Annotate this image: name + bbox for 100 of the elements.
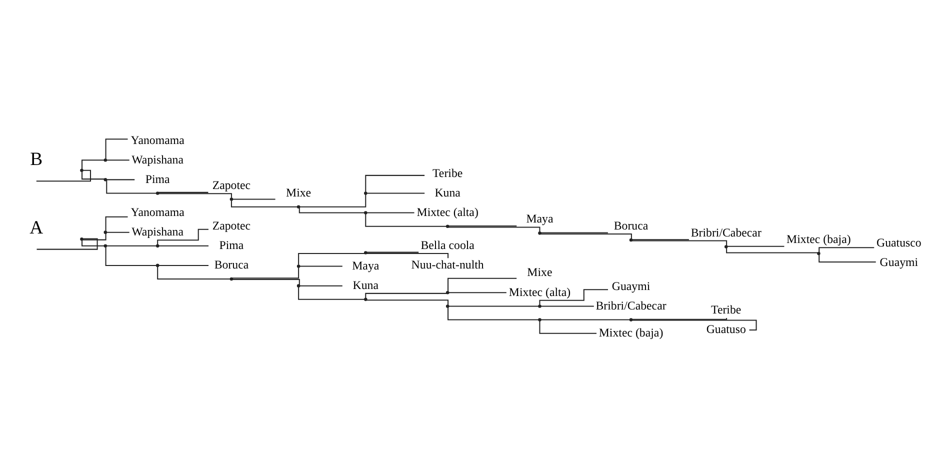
connector	[158, 264, 209, 266]
connector	[365, 292, 447, 298]
connector	[632, 320, 757, 330]
connector	[632, 240, 728, 246]
node-point	[446, 224, 450, 228]
node-point	[629, 318, 633, 322]
node-text: Teribe	[432, 166, 463, 180]
node-point	[104, 178, 108, 182]
node-text: Pima	[145, 172, 170, 186]
connector	[158, 192, 208, 193]
node-text: Bribri/Cabecar	[690, 225, 762, 240]
label: B	[30, 148, 43, 170]
connector	[541, 306, 594, 307]
connector	[232, 278, 300, 285]
node-text: Boruca	[614, 218, 648, 233]
connector	[367, 192, 425, 194]
connector	[157, 228, 208, 245]
connector	[82, 172, 104, 180]
node-point	[296, 205, 300, 208]
node-text: Guatuso	[706, 322, 746, 336]
connector	[82, 240, 104, 246]
connector	[727, 246, 784, 247]
connector	[106, 180, 156, 194]
connector	[366, 253, 449, 258]
connector	[366, 252, 419, 253]
node-point	[230, 277, 234, 281]
connector	[818, 247, 874, 252]
connector	[157, 266, 230, 280]
node-point	[364, 298, 368, 302]
node-point	[156, 244, 160, 248]
connector	[82, 160, 104, 170]
node-text: Bella coola	[420, 238, 474, 252]
node-text: Pima	[219, 238, 244, 252]
connector	[298, 253, 365, 265]
connector	[448, 278, 517, 292]
node-point	[538, 304, 542, 308]
node-text: Yanomama	[130, 132, 184, 147]
connector	[105, 138, 128, 159]
connector	[300, 285, 342, 286]
node-text: Mixtec (alta)	[508, 284, 571, 299]
connector	[106, 232, 130, 233]
node-point	[538, 232, 542, 235]
connector	[106, 179, 135, 180]
connector	[540, 234, 632, 239]
connector	[298, 287, 364, 300]
node-text: Zapotec	[212, 178, 251, 192]
connector	[106, 245, 156, 246]
label: A	[30, 218, 44, 239]
connector	[539, 289, 608, 305]
node-text: Maya	[352, 258, 380, 272]
node-point	[364, 211, 368, 214]
node-point	[446, 290, 450, 294]
connector	[448, 307, 538, 320]
node-text: Bribri/Cabecar	[596, 298, 666, 312]
node-point	[724, 245, 728, 248]
node-point	[364, 251, 368, 254]
node-point	[538, 318, 542, 322]
connector	[632, 239, 689, 240]
connector	[300, 194, 366, 208]
node-point	[230, 198, 234, 201]
node-text: Guaymi	[880, 255, 918, 270]
connector	[367, 212, 414, 214]
node-text: Teribe	[711, 302, 742, 317]
node-point	[80, 237, 84, 241]
node-point	[156, 264, 160, 268]
node-text: Mixe	[286, 185, 312, 200]
node-text: Wapishana	[132, 224, 184, 238]
connector	[365, 214, 446, 227]
node-text: Boruca	[214, 258, 249, 272]
node-text: Mixtec (alta)	[416, 204, 478, 219]
connector	[632, 318, 728, 320]
connector	[541, 232, 608, 234]
node-text: Kuna	[434, 185, 460, 200]
node-point	[296, 264, 300, 268]
connector	[448, 306, 538, 307]
connector	[818, 254, 876, 263]
connector	[539, 321, 596, 334]
connector	[158, 193, 232, 198]
connector	[365, 174, 425, 192]
connector	[36, 238, 98, 250]
connector	[232, 198, 276, 200]
connector	[158, 245, 209, 246]
node-text: Mixtec (baja)	[598, 326, 664, 340]
node-point	[104, 230, 108, 234]
connector	[232, 268, 300, 279]
node-text: Mixe	[527, 265, 552, 280]
connector	[300, 266, 342, 267]
connector	[448, 226, 540, 232]
node-point	[80, 168, 84, 172]
connector	[82, 234, 106, 240]
node-point	[446, 304, 450, 308]
connector	[448, 225, 517, 226]
node-point	[629, 238, 633, 242]
node-point	[817, 252, 820, 256]
connector	[298, 208, 364, 214]
connector	[36, 170, 91, 182]
node-text: Mixtec (baja)	[786, 232, 851, 246]
node-text: Guaymi	[612, 278, 650, 293]
node-text: Guatusco	[876, 236, 922, 250]
connector	[726, 248, 818, 254]
